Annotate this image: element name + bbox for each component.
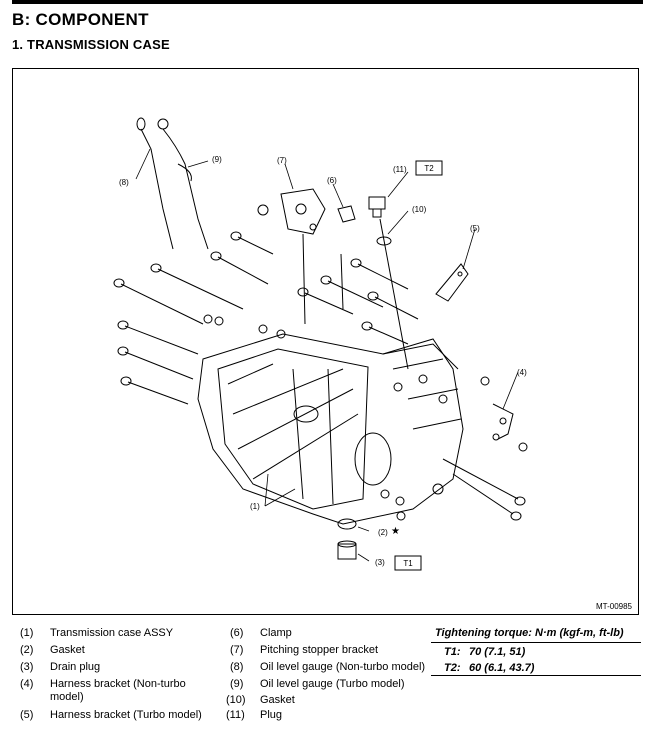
bolts-right (297, 258, 528, 521)
legend-text: Harness bracket (Turbo model) (50, 709, 202, 721)
legend-num: (10) (226, 694, 246, 706)
exploded-diagram: (1) (2) ★ (3) (4) (5) (6) (7) (8) (9) (1… (12, 68, 639, 615)
figure-id: MT-00985 (595, 602, 632, 611)
callout-4: (4) (517, 368, 527, 377)
callout-2: (2) (378, 528, 388, 537)
callout-11: (11) (393, 165, 407, 174)
legend-text: Pitching stopper bracket (260, 644, 379, 656)
transmission-case-drawing: (1) (2) ★ (3) (4) (5) (6) (7) (8) (9) (1… (113, 117, 528, 571)
callout-7: (7) (277, 156, 287, 165)
transmission-case-body (197, 333, 464, 525)
harness-bracket-turbo (435, 263, 469, 302)
torque-table-rule (431, 675, 641, 676)
legend-num: (5) (20, 709, 34, 721)
callout-1: (1) (250, 502, 260, 511)
svg-text:T2: T2 (424, 164, 434, 173)
section-title: B: COMPONENT (12, 10, 149, 29)
legend-text: Gasket (260, 694, 295, 706)
legend-text: Plug (260, 709, 283, 721)
star-mark: ★ (391, 526, 400, 537)
legend-num: (3) (20, 661, 34, 673)
legend-num: (11) (226, 709, 245, 721)
svg-text:T1: T1 (403, 559, 413, 568)
torque-value-t1: 70 (7.1, 51) (469, 646, 526, 658)
harness-bracket-nonturbo (492, 403, 514, 441)
plug-t2 (368, 196, 409, 370)
legend-text: Clamp (260, 627, 292, 639)
pitching-stopper-bracket (280, 188, 326, 325)
torque-label-t2: T2: (444, 662, 461, 674)
legend-text-cont: model) (50, 691, 84, 703)
callout-5: (5) (470, 224, 480, 233)
callout-3: (3) (375, 558, 385, 567)
legend-num: (7) (230, 644, 244, 656)
torque-value-t2: 60 (6.1, 43.7) (469, 662, 535, 674)
leader-lines (135, 148, 519, 562)
legend-num: (8) (230, 661, 244, 673)
clamp (337, 205, 356, 310)
legend-text: Drain plug (50, 661, 101, 673)
callout-6: (6) (327, 176, 337, 185)
header-rule (12, 0, 643, 4)
legend-text: Gasket (50, 644, 85, 656)
torque-label-t1: T1: (444, 646, 461, 658)
legend-text: Transmission case ASSY (50, 627, 174, 639)
callout-8: (8) (119, 178, 129, 187)
oil-level-gauges (136, 117, 209, 250)
torque-tag-t2: T2 (415, 160, 443, 176)
tightening-torque-table: Tightening torque: N·m (kgf-m, ft-lb) T1… (431, 627, 641, 676)
legend-num: (6) (230, 627, 244, 639)
legend-text: Oil level gauge (Non-turbo model) (260, 661, 426, 673)
legend-num: (2) (20, 644, 34, 656)
legend-text: Oil level gauge (Turbo model) (260, 678, 405, 690)
bolts-left (113, 204, 286, 405)
drain-plug (337, 518, 357, 560)
callout-9: (9) (212, 155, 222, 164)
legend-num: (4) (20, 678, 34, 690)
callout-10: (10) (412, 205, 427, 214)
legend-num: (9) (230, 678, 244, 690)
subsection-title: 1. TRANSMISSION CASE (12, 37, 170, 52)
legend-text: Harness bracket (Non-turbo (50, 678, 186, 690)
legend-num: (1) (20, 627, 34, 639)
torque-tag-t1: T1 (394, 555, 422, 571)
torque-header: Tightening torque: N·m (kgf-m, ft-lb) (431, 627, 641, 643)
